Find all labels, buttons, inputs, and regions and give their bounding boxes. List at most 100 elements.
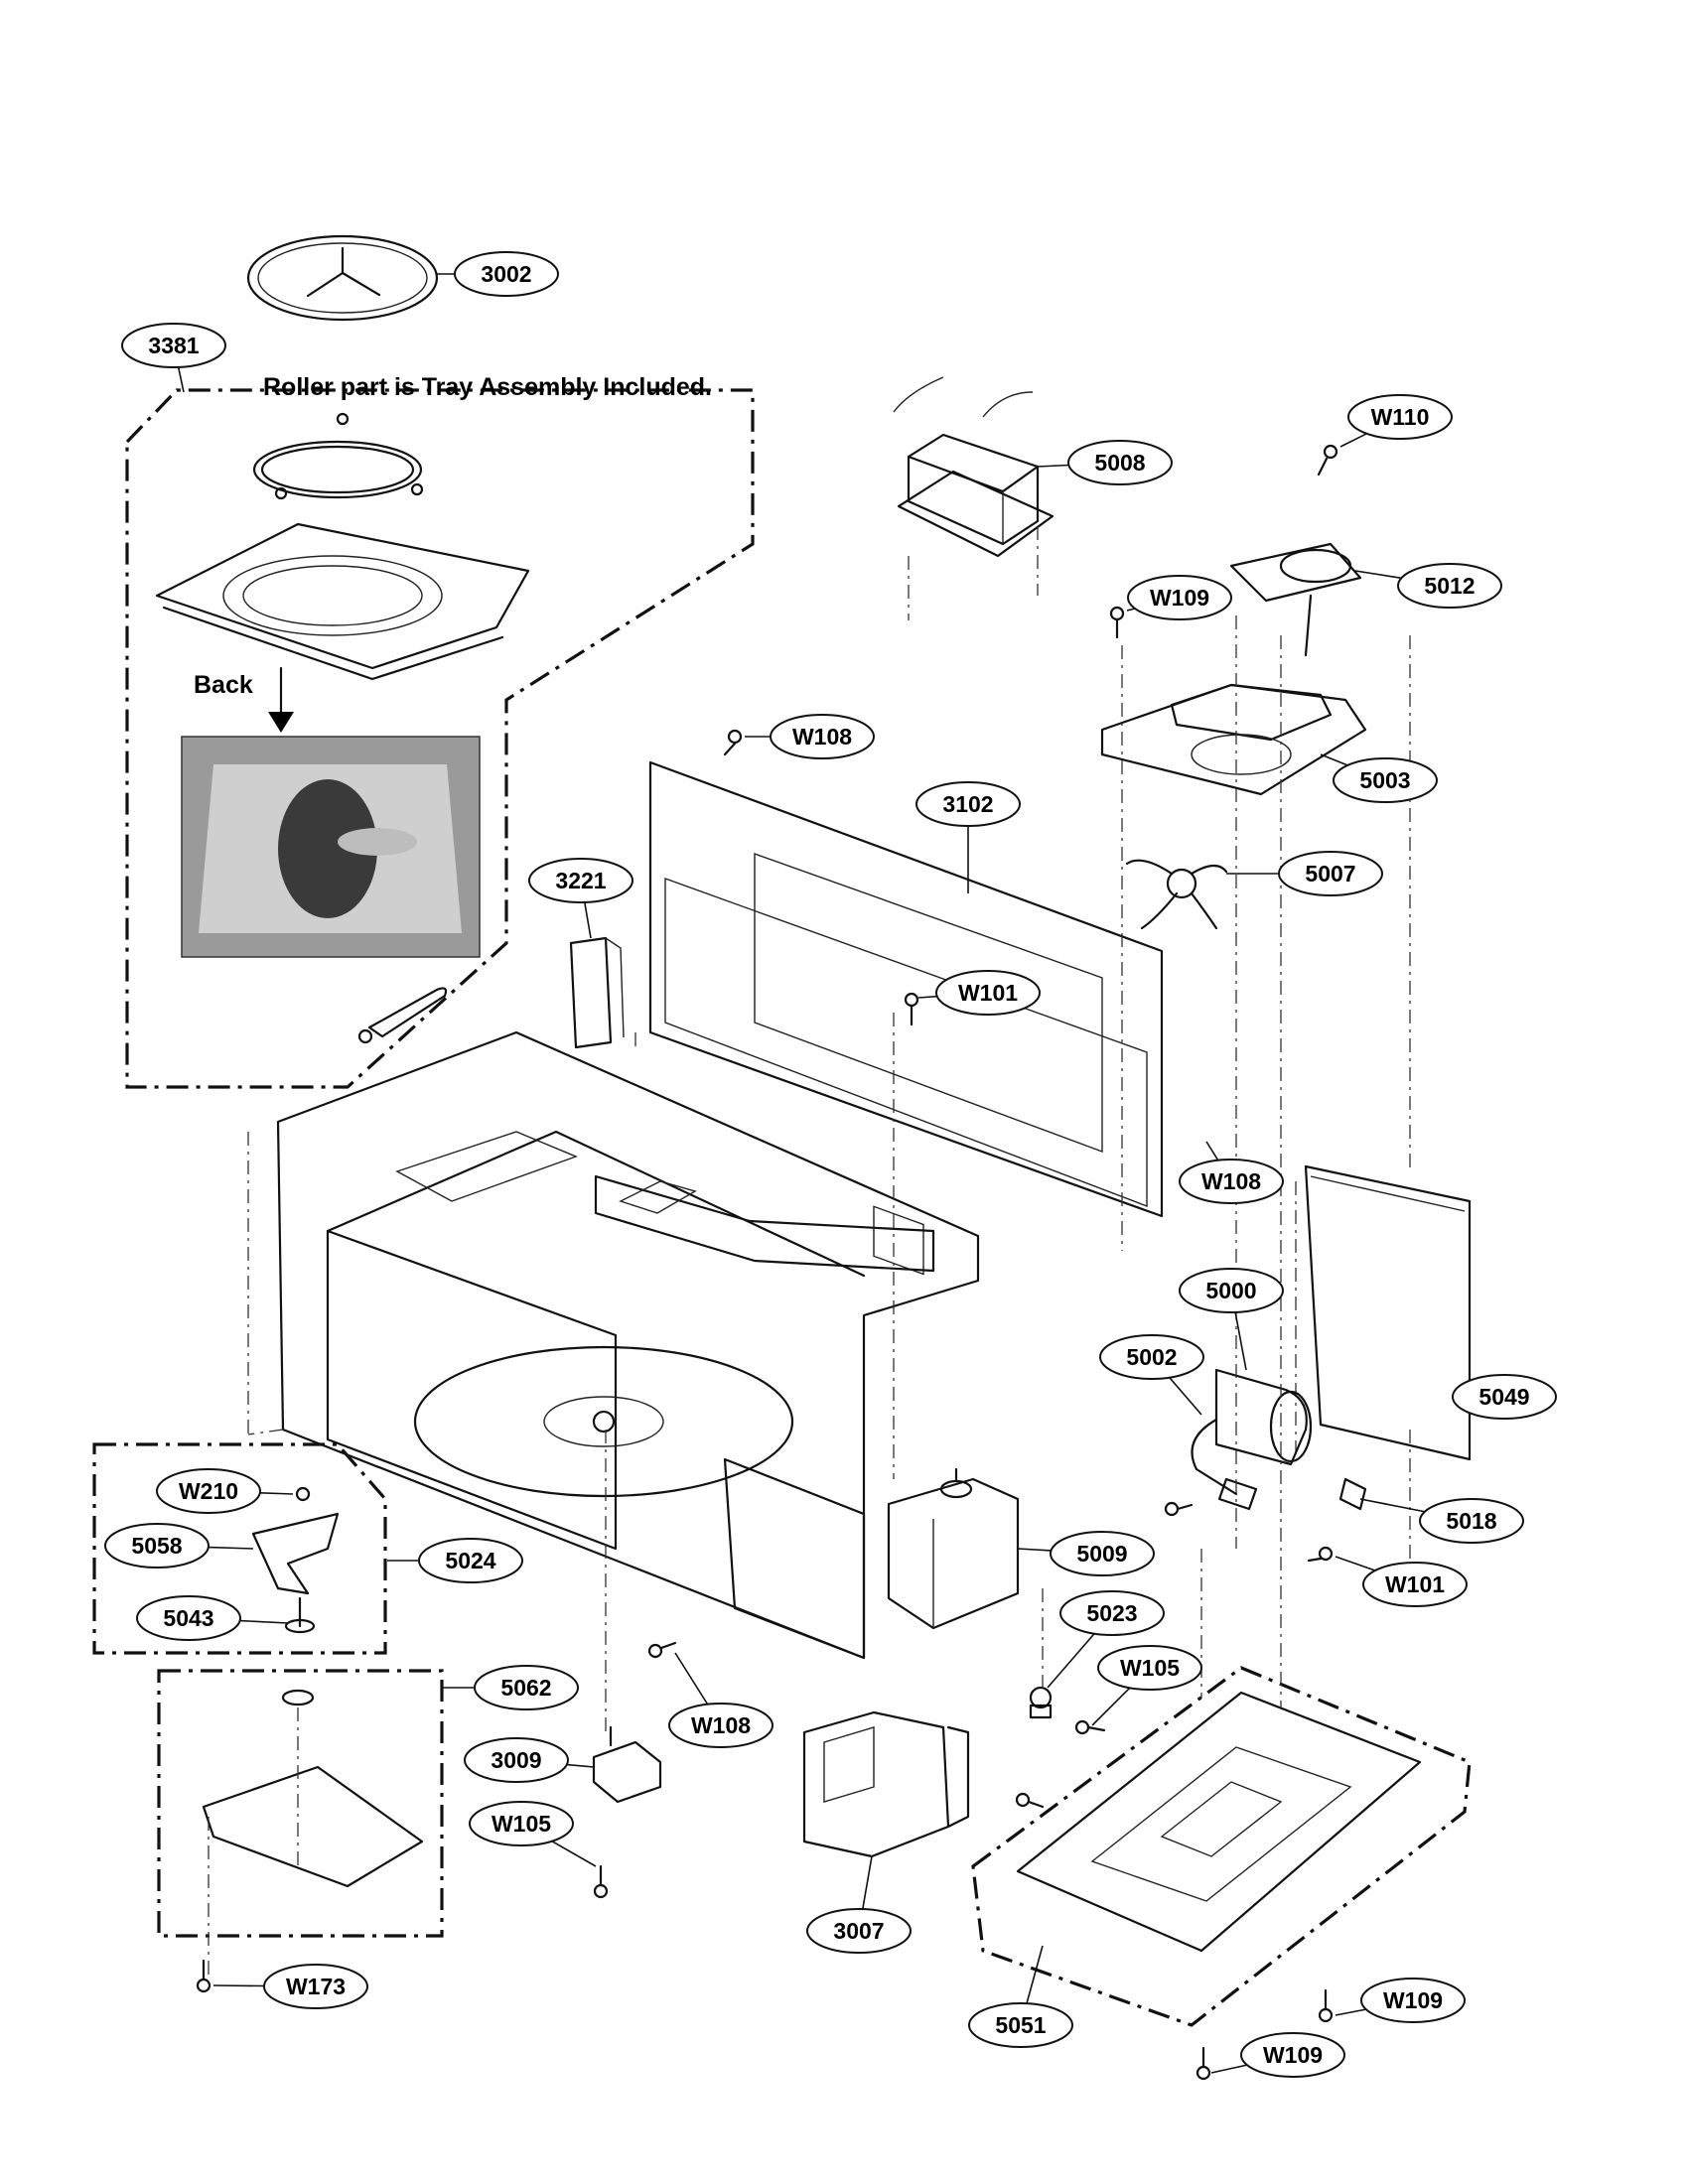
callout-label: 3381 [148,333,199,358]
callout-label: 5009 [1076,1541,1127,1567]
callout-w101: W101 [917,970,1041,1016]
callout-leader-line [1335,2008,1366,2016]
callout-label: W108 [792,724,852,750]
callout-oval [1278,851,1383,896]
control-bracket [1295,1164,1472,1598]
screw-W108-low-icon [647,1641,677,1659]
callout-label: 3002 [481,261,531,287]
screw-W101-top-icon [904,992,919,1026]
hv-capacitor [1214,1368,1313,1466]
callout-3002: 3002 [437,251,559,297]
callout-oval [454,251,559,297]
callout-oval [1360,1978,1466,2023]
callout-5008: 5008 [1037,440,1173,485]
callout-label: W101 [1385,1571,1445,1597]
callout-5002: 5002 [1099,1334,1204,1416]
callout-oval [915,781,1021,827]
callout-w108: W108 [745,714,875,759]
screw-W105-low-icon [593,1864,609,1899]
callout-w210: W210 [156,1468,294,1514]
callout-label: W101 [958,980,1018,1006]
callout-w101: W101 [1335,1556,1468,1607]
thermostat [1029,1686,1053,1719]
callout-label: 5024 [445,1548,495,1573]
callout-leader-line [1339,433,1367,448]
screw-W109-bottom-icon [1196,2046,1211,2081]
tray-support-plate [155,522,530,681]
callout-label: W109 [1150,585,1209,611]
callout-label: 3007 [833,1918,884,1944]
callout-label: 5018 [1446,1508,1496,1534]
side-bracket [569,936,625,1049]
screw-W110-icon [1317,444,1338,477]
turntable-motor [592,1430,662,1899]
screw-W105-top-icon [1074,1719,1106,1735]
callout-oval [1347,394,1453,440]
oven-cavity [247,1030,980,1660]
tray-assembly-group: Roller part is Tray Assembly Included. B… [125,373,755,1089]
callout-label: W105 [492,1811,551,1837]
callout-label: 5008 [1094,450,1145,476]
callout-oval [1333,757,1438,803]
callout-w109: W109 [1126,575,1232,620]
roller-tool [357,987,448,1044]
callout-leader-line [1354,570,1402,580]
callout-oval [464,1737,569,1783]
base-plate-group-5051 [971,1666,1472,2027]
hv-diode [1191,1418,1258,1511]
callout-leader-line [177,366,185,393]
callout-oval [104,1523,210,1569]
stirrer-group-5024 [92,1442,387,1655]
callout-leader-line [862,1855,873,1910]
alignment-guides [634,615,1411,1707]
callout-w108: W108 [668,1652,774,1748]
back-arrow-icon [268,666,294,733]
rear-panel [648,729,1164,1276]
part-callouts: 300233815008W1105012W1095003W10831025007… [104,251,1557,2078]
callout-w109: W109 [1335,1978,1466,2023]
callout-oval [156,1468,261,1514]
callout-oval [935,970,1041,1016]
callout-leader-line [1335,1556,1376,1571]
callout-label: 5002 [1126,1344,1177,1370]
blower-fan [1125,859,1228,930]
callout-5049: 5049 [1452,1374,1557,1420]
fan-housing [1100,683,1367,796]
callout-label: 5012 [1424,573,1475,599]
callout-oval [469,1801,574,1846]
magnetron [887,1467,1020,1630]
callout-5023: 5023 [1047,1590,1165,1689]
callout-oval [1067,440,1173,485]
callout-5007: 5007 [1226,851,1383,896]
callout-w109: W109 [1210,2032,1345,2078]
callout-5062: 5062 [442,1665,579,1710]
waveguide [802,1710,970,1858]
callout-label: 5003 [1359,767,1410,793]
callout-oval [806,1908,912,1954]
callout-label: W173 [286,1974,346,1999]
callout-oval [1419,1498,1524,1544]
callout-oval [1179,1159,1284,1204]
stirrer-cover-group-5062 [157,1669,444,1993]
fan-motor [1229,542,1362,657]
callout-oval [968,2002,1073,2048]
callout-oval [474,1665,579,1710]
callout-5018: 5018 [1359,1498,1524,1544]
callout-5051: 5051 [968,1945,1073,2048]
callout-label: W109 [1383,1987,1443,2013]
callout-label: 5007 [1305,861,1355,887]
callout-oval [1362,1562,1468,1607]
callout-leader-line [259,1492,294,1495]
callout-leader-line [566,1763,595,1768]
transformer [893,376,1055,620]
screw-mid-icon [1015,1792,1045,1809]
callout-5043: 5043 [136,1595,289,1641]
callout-label: 5049 [1478,1384,1529,1410]
callout-leader-line [551,1841,597,1867]
callout-3007: 3007 [806,1855,912,1954]
callout-oval [1099,1334,1204,1380]
callout-5009: 5009 [1017,1531,1155,1576]
callout-oval [1127,575,1232,620]
callout-3102: 3102 [915,781,1021,893]
